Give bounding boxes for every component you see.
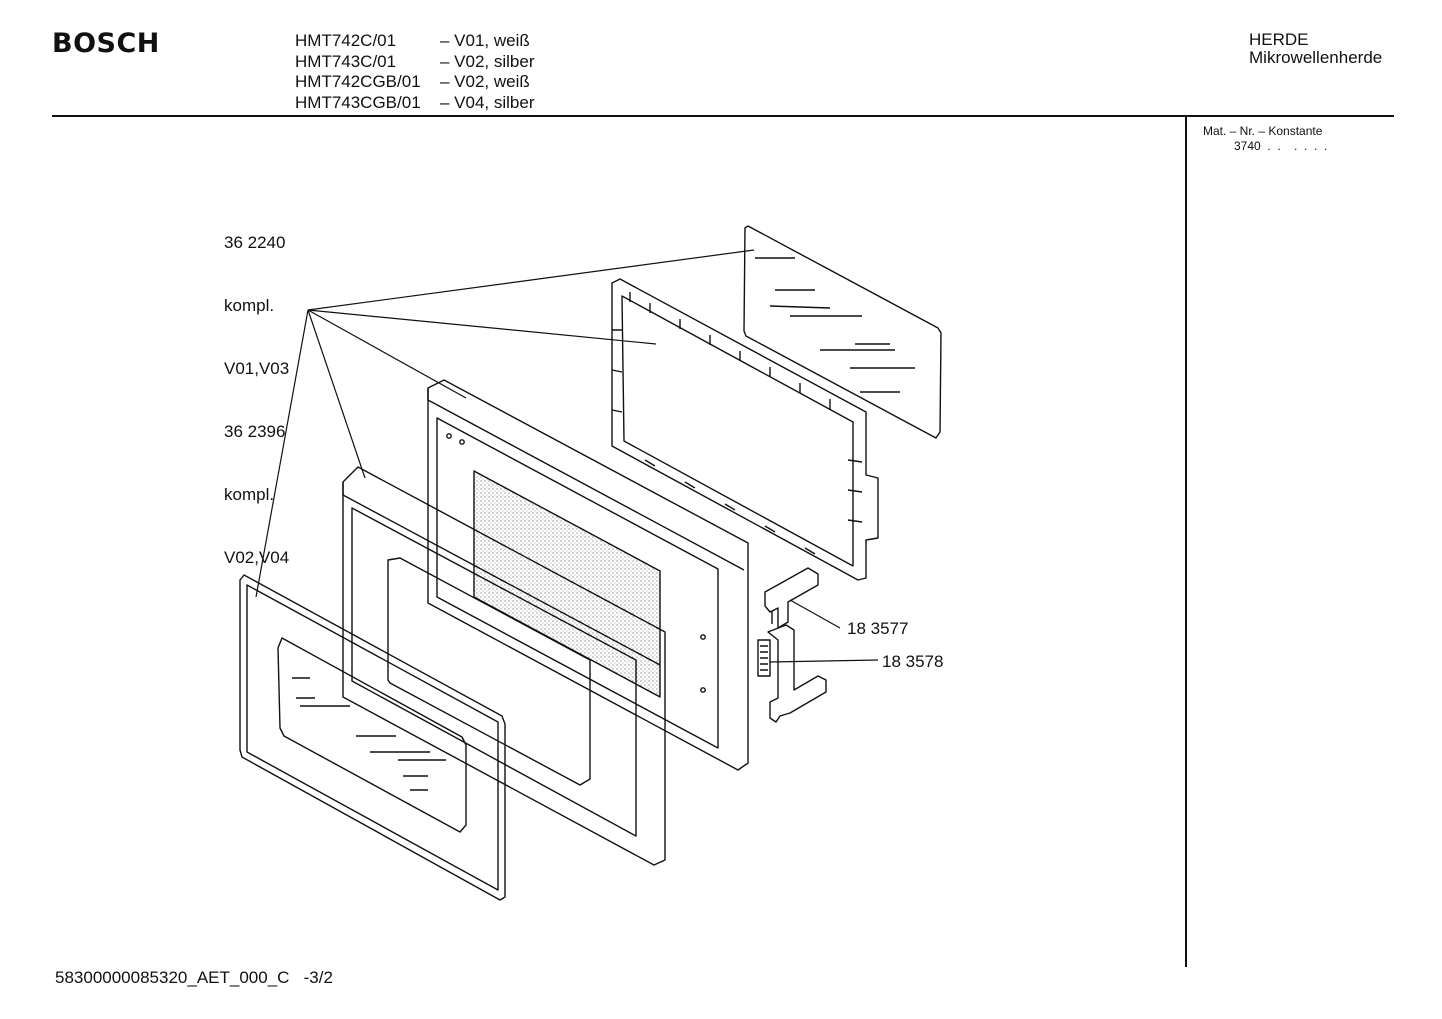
part-number: 36 2240: [224, 233, 286, 252]
category-block: HERDE Mikrowellenherde: [1249, 31, 1382, 67]
model-variant: – V02, weiß: [440, 72, 530, 91]
model-row: HMT742CGB/01 – V02, weiß: [295, 72, 535, 93]
inner-door-frame: [611, 278, 879, 581]
upper-hinge-part-number: 18 3577: [847, 619, 909, 638]
material-number-block: Mat. – Nr. – Konstante 3740 . . . . . .: [1203, 124, 1327, 154]
brand-logo: BOSCH: [52, 28, 160, 59]
footer: 58300000085320_AET_000_C -3/2: [55, 968, 333, 988]
model-variant: – V01, weiß: [440, 31, 530, 50]
part-note: kompl.: [224, 485, 275, 504]
lower-hinge-part: [757, 624, 827, 723]
model-code: HMT742CGB/01: [295, 72, 421, 91]
assembly-part-number-label: 36 2240 kompl. V01,V03 36 2396 kompl. V0…: [224, 190, 289, 589]
part-variants: V02,V04: [224, 548, 290, 567]
model-variant: – V02, silber: [440, 51, 535, 71]
material-number-value: 3740 . . . . . .: [1234, 139, 1328, 153]
model-code: HMT743CGB/01: [295, 92, 421, 112]
part-note: kompl.: [224, 296, 275, 315]
part-number: 36 2396: [224, 422, 286, 441]
category-subtitle: Mikrowellenherde: [1249, 48, 1383, 67]
category-title: HERDE: [1249, 30, 1309, 49]
model-variant: – V04, silber: [440, 92, 535, 112]
upper-hinge-part: [764, 567, 819, 629]
back-glass-pane: [743, 225, 942, 439]
leader-lines: [255, 249, 879, 663]
document-id: 58300000085320_AET_000_C: [55, 968, 290, 987]
part-variants: V01,V03: [224, 359, 290, 378]
page-number: -3/2: [303, 968, 333, 987]
model-code: HMT743C/01: [295, 51, 397, 71]
model-code: HMT742C/01: [295, 31, 397, 50]
lower-hinge-part-number: 18 3578: [882, 652, 944, 671]
model-row: HMT742C/01 – V01, weiß: [295, 31, 535, 52]
model-row: HMT743CGB/01 – V04, silber: [295, 93, 535, 114]
front-glass-pane: [239, 574, 506, 901]
header-divider: [52, 115, 1394, 117]
front-door-frame: [342, 466, 666, 866]
side-divider: [1185, 117, 1187, 967]
model-list: HMT742C/01 – V01, weiß HMT743C/01 – V02, s…: [295, 31, 535, 113]
model-row: HMT743C/01 – V02, silber: [295, 52, 535, 73]
material-number-label: Mat. – Nr. – Konstante: [1203, 124, 1323, 138]
